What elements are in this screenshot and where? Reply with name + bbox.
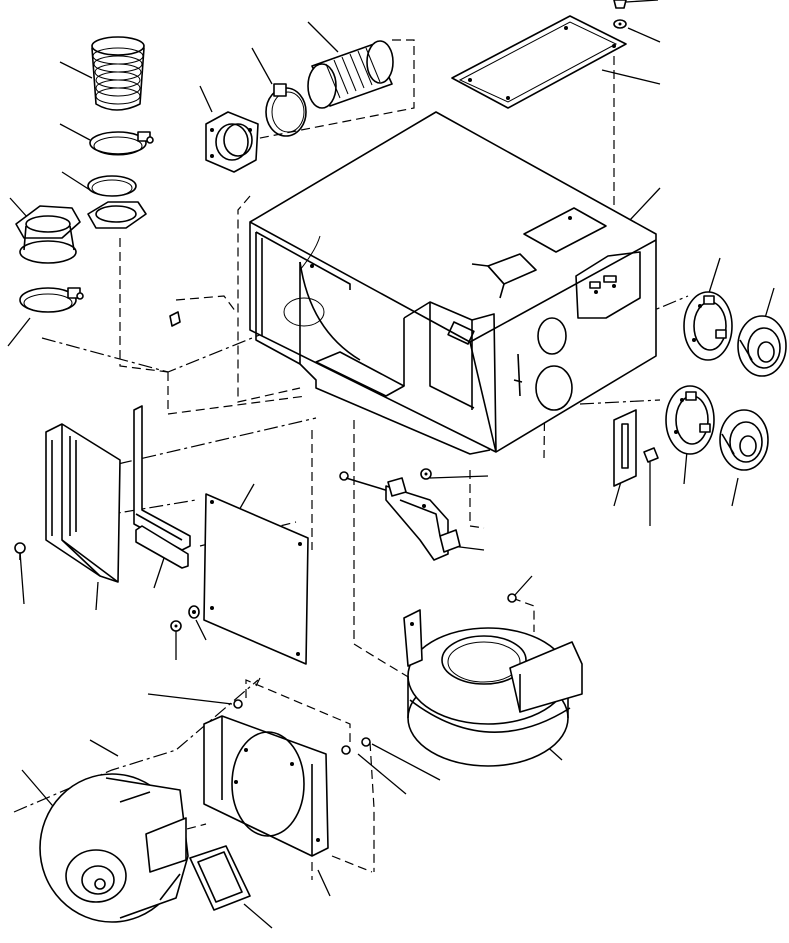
leader-lines — [7, 0, 775, 929]
duct-adapter-left — [15, 205, 81, 264]
slotted-bracket-right — [613, 409, 659, 487]
hose-center — [307, 40, 394, 109]
square-duct-frame — [189, 845, 251, 911]
cover-screw — [613, 0, 627, 29]
mounting-bracket-plate — [203, 699, 371, 857]
outlet-ring-upper — [683, 291, 733, 361]
filter-frame — [45, 423, 121, 583]
heater-housing — [249, 111, 657, 455]
outlet-nozzle-lower — [719, 409, 769, 471]
ring-flange — [87, 175, 147, 229]
cover-plate — [451, 15, 627, 109]
blower-motor-left — [39, 773, 189, 923]
outlet-nozzle-upper — [737, 315, 787, 377]
hose-clamp-upper — [89, 131, 154, 156]
blower-unit-right — [403, 593, 583, 767]
l-bracket — [133, 405, 191, 569]
access-panel — [203, 493, 309, 665]
hose-clamp-lower — [19, 287, 84, 313]
outlet-ring-lower — [665, 385, 715, 455]
panel-screw-washer — [170, 605, 200, 632]
hose-clamp-center — [265, 83, 307, 137]
square-flange — [205, 111, 259, 173]
left-screw — [14, 542, 26, 560]
housing-screw-left — [169, 311, 181, 327]
hose-left — [91, 36, 145, 111]
control-lever-assembly — [339, 468, 461, 561]
